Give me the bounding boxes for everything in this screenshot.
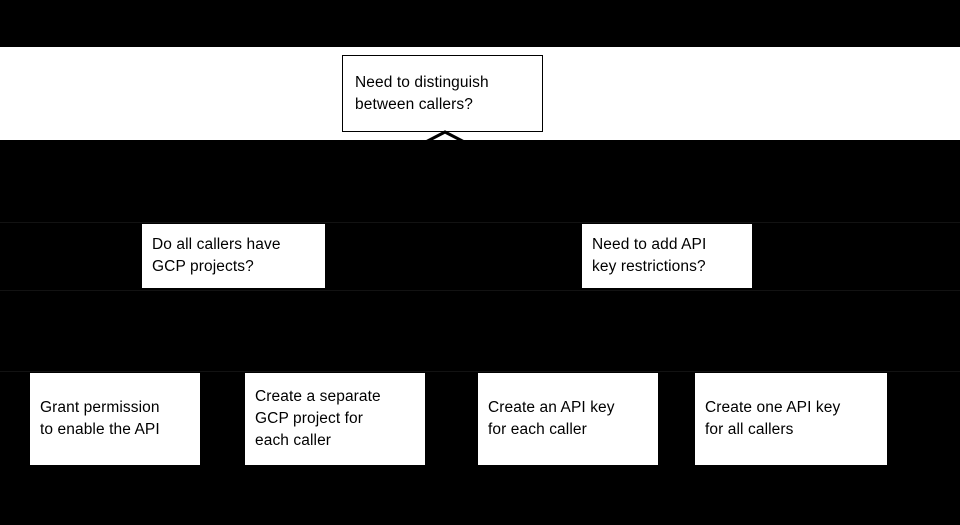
- node-label: Need to distinguish between callers?: [355, 73, 489, 113]
- node-do-all-callers-have-gcp-projects[interactable]: Do all callers have GCP projects?: [142, 224, 325, 288]
- connector-root-down-arrowhead: [417, 130, 473, 148]
- node-create-one-api-key-for-all-callers[interactable]: Create one API key for all callers: [695, 373, 887, 465]
- node-create-a-separate-gcp-project-for-each-caller[interactable]: Create a separate GCP project for each c…: [245, 373, 425, 465]
- node-label: Need to add API key restrictions?: [592, 236, 707, 275]
- background-band-artifact-1: [0, 222, 960, 223]
- node-label: Grant permission to enable the API: [40, 399, 160, 438]
- background-band-artifact-2: [0, 290, 960, 291]
- node-label: Create a separate GCP project for each c…: [255, 388, 381, 449]
- node-need-to-distinguish-between-callers[interactable]: Need to distinguish between callers?: [342, 55, 543, 132]
- node-label: Create an API key for each caller: [488, 399, 615, 438]
- node-label: Do all callers have GCP projects?: [152, 236, 281, 275]
- background-band-artifact-3: [0, 371, 960, 372]
- node-label: Create one API key for all callers: [705, 399, 841, 438]
- node-create-an-api-key-for-each-caller[interactable]: Create an API key for each caller: [478, 373, 658, 465]
- node-grant-permission-to-enable-the-api[interactable]: Grant permission to enable the API: [30, 373, 200, 465]
- node-need-to-add-api-key-restrictions[interactable]: Need to add API key restrictions?: [582, 224, 752, 288]
